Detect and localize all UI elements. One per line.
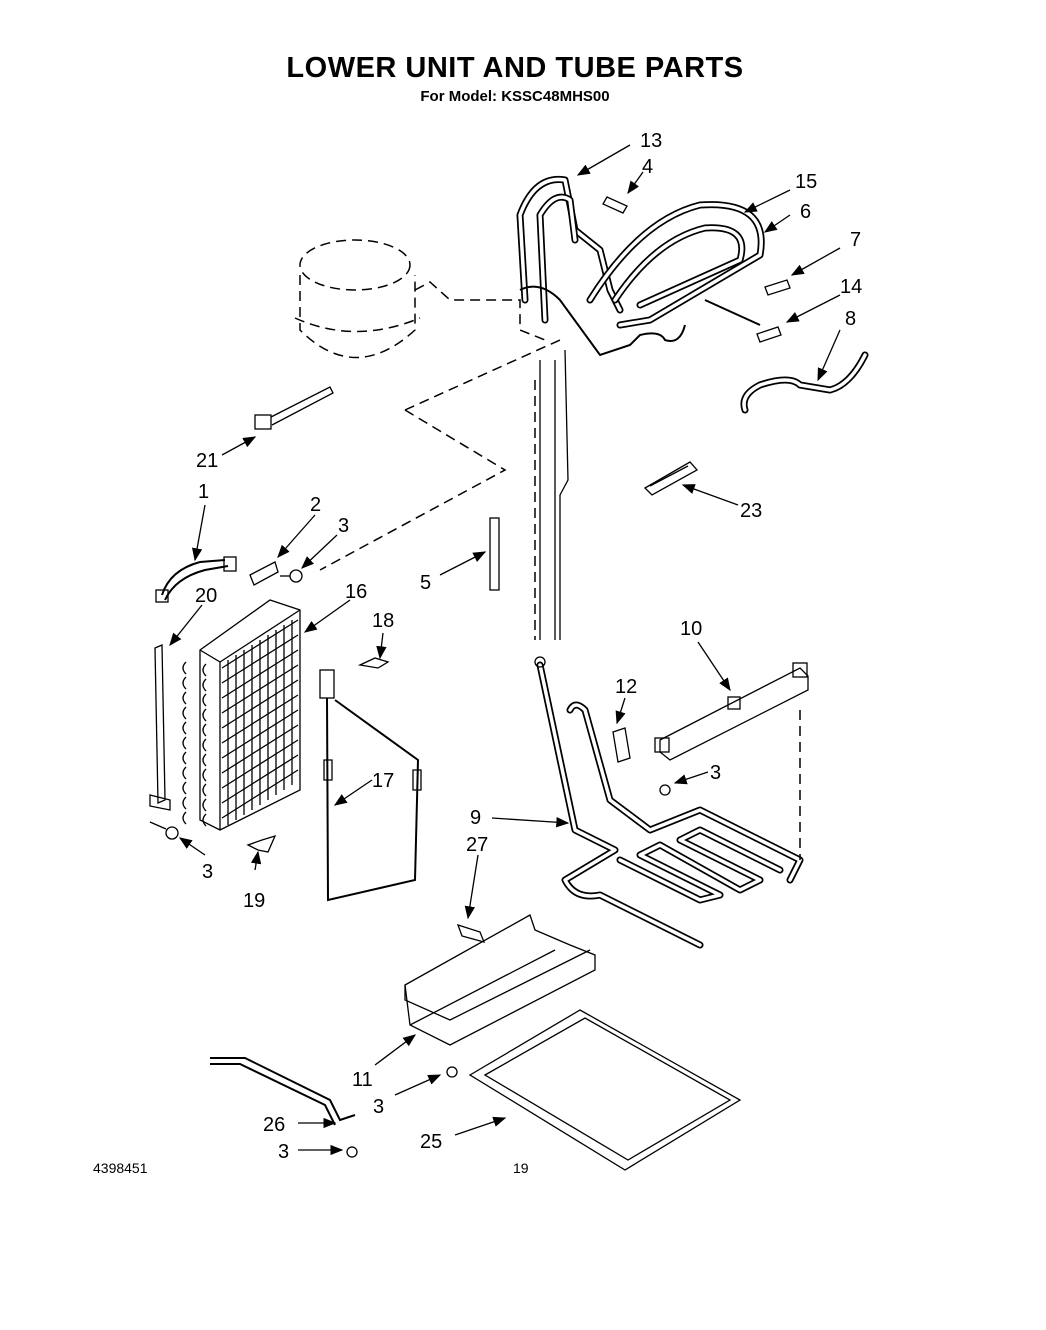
condenser-coil-bend <box>182 796 207 812</box>
callout-23: 23 <box>740 500 762 522</box>
drain-trough-11 <box>404 914 596 1046</box>
callout-labels: 13 4 15 6 7 14 8 21 1 2 3 23 5 16 20 18 … <box>195 130 862 1163</box>
drip-tray-25 <box>468 1009 742 1171</box>
plug-27 <box>456 923 486 943</box>
callout-27: 27 <box>466 834 488 856</box>
callout-3-left: 3 <box>202 861 213 883</box>
condenser-coil-bend <box>182 766 207 782</box>
condenser-coil-bend <box>182 721 207 737</box>
callout-19: 19 <box>243 890 265 912</box>
condenser-coil-bend <box>182 781 207 797</box>
wire-harness-1 <box>155 556 237 603</box>
callout-20: 20 <box>195 585 217 607</box>
wire-tie-23 <box>643 461 699 496</box>
tube-26 <box>210 1057 356 1126</box>
leader-lines <box>169 144 841 1156</box>
callout-10: 10 <box>680 618 702 640</box>
callout-4: 4 <box>642 156 653 178</box>
callout-25: 25 <box>420 1131 442 1153</box>
callout-17: 17 <box>372 770 394 792</box>
page-title: LOWER UNIT AND TUBE PARTS <box>286 52 744 84</box>
document-number: 4398451 <box>93 1160 148 1176</box>
tube-5 <box>489 517 500 591</box>
callout-6: 6 <box>800 201 811 223</box>
callout-13: 13 <box>640 130 662 152</box>
callout-21: 21 <box>196 450 218 472</box>
clip-19 <box>246 834 277 853</box>
callout-9: 9 <box>470 807 481 829</box>
evaporator-coil-9 <box>534 380 804 949</box>
screw-3-left <box>149 821 179 840</box>
callout-15: 15 <box>795 171 817 193</box>
tube-8 <box>740 351 869 414</box>
page-number: 19 <box>513 1160 529 1176</box>
callout-12: 12 <box>615 676 637 698</box>
condenser-coil-bend <box>182 736 207 752</box>
callout-5: 5 <box>420 572 431 594</box>
callout-8: 8 <box>845 308 856 330</box>
plug-14 <box>756 326 782 343</box>
plug-4 <box>602 196 628 214</box>
callout-14: 14 <box>840 276 862 298</box>
callout-2: 2 <box>310 494 321 516</box>
plug-7 <box>764 279 791 296</box>
bracket-20 <box>149 644 171 811</box>
callout-3-mid: 3 <box>710 762 721 784</box>
callout-3-trough: 3 <box>373 1096 384 1118</box>
condenser-coil-bend <box>182 691 207 707</box>
wire-tie-21 <box>254 386 334 430</box>
screw-3-trough <box>446 1066 458 1078</box>
condenser-coil-bend <box>182 811 207 827</box>
model-subtitle: For Model: KSSC48MHS00 <box>420 88 610 105</box>
tube-12 <box>612 727 631 763</box>
condenser-16 <box>182 599 301 831</box>
callout-16: 16 <box>345 581 367 603</box>
callout-3-top: 3 <box>338 515 349 537</box>
tube-assembly-13-15 <box>516 175 765 640</box>
callout-26: 26 <box>263 1114 285 1136</box>
bracket-10 <box>654 662 809 761</box>
condenser-coil-bend <box>182 706 207 722</box>
condenser-coil-bend <box>182 751 207 767</box>
heater-wire-17 <box>319 669 422 902</box>
callout-3-bottom: 3 <box>278 1141 289 1163</box>
compressor-outline <box>294 239 561 571</box>
callout-1: 1 <box>198 481 209 503</box>
screw-3-top <box>280 569 303 583</box>
callout-11: 11 <box>352 1069 373 1091</box>
condenser-coil-bend <box>182 661 207 677</box>
callout-7: 7 <box>850 229 861 251</box>
clip-18 <box>357 657 390 669</box>
condenser-coil-bend <box>182 676 207 692</box>
screw-3-bottom <box>346 1146 358 1158</box>
callout-18: 18 <box>372 610 394 632</box>
screw-3-mid <box>659 784 671 796</box>
bracket-2 <box>249 561 279 586</box>
